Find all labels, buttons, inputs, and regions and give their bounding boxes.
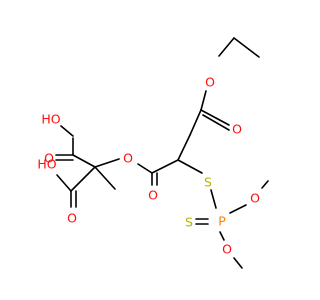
atom-labels: O O O O S P S O O HO O HO O	[37, 75, 260, 257]
bond	[70, 166, 96, 192]
bond-lines	[55, 37, 269, 269]
bond	[200, 90, 207, 111]
atom-p-center: P	[218, 214, 226, 229]
bond	[151, 159, 179, 174]
atom-ho-upper: HO	[41, 112, 60, 127]
bond	[177, 134, 191, 161]
bond	[189, 109, 202, 136]
structure-canvas: O O O O S P S O O HO O HO O	[37, 37, 269, 269]
bond	[60, 125, 74, 137]
bond	[261, 180, 269, 189]
atom-o-ester-carbonyl-right: O	[232, 122, 242, 137]
bond	[56, 174, 72, 192]
bond	[72, 154, 96, 168]
bond	[229, 204, 247, 214]
bond	[219, 231, 225, 241]
bond	[233, 257, 243, 269]
bond	[94, 158, 120, 168]
atom-o-ethyl: O	[205, 75, 215, 90]
atom-o-acid-upper: O	[44, 151, 54, 166]
bond	[210, 189, 217, 209]
atom-o-ester-carbonyl-mid: O	[148, 188, 158, 203]
bond	[94, 166, 116, 190]
bond	[233, 37, 260, 58]
atom-ho-lower: HO	[37, 157, 56, 172]
bond	[200, 109, 230, 126]
bond	[177, 159, 203, 174]
atom-o-acid-lower: O	[67, 211, 77, 226]
atom-o-ester-link: O	[123, 151, 133, 166]
bond	[218, 37, 235, 57]
atom-s-thione: S	[185, 215, 193, 230]
bond	[202, 114, 230, 131]
bond	[137, 163, 153, 174]
atom-s-thio: S	[204, 175, 212, 190]
atom-o-methoxy-lower: O	[222, 242, 232, 257]
atom-o-methoxy-upper: O	[250, 191, 260, 206]
molecule-structure: O O O O S P S O O HO O HO O	[37, 37, 269, 269]
